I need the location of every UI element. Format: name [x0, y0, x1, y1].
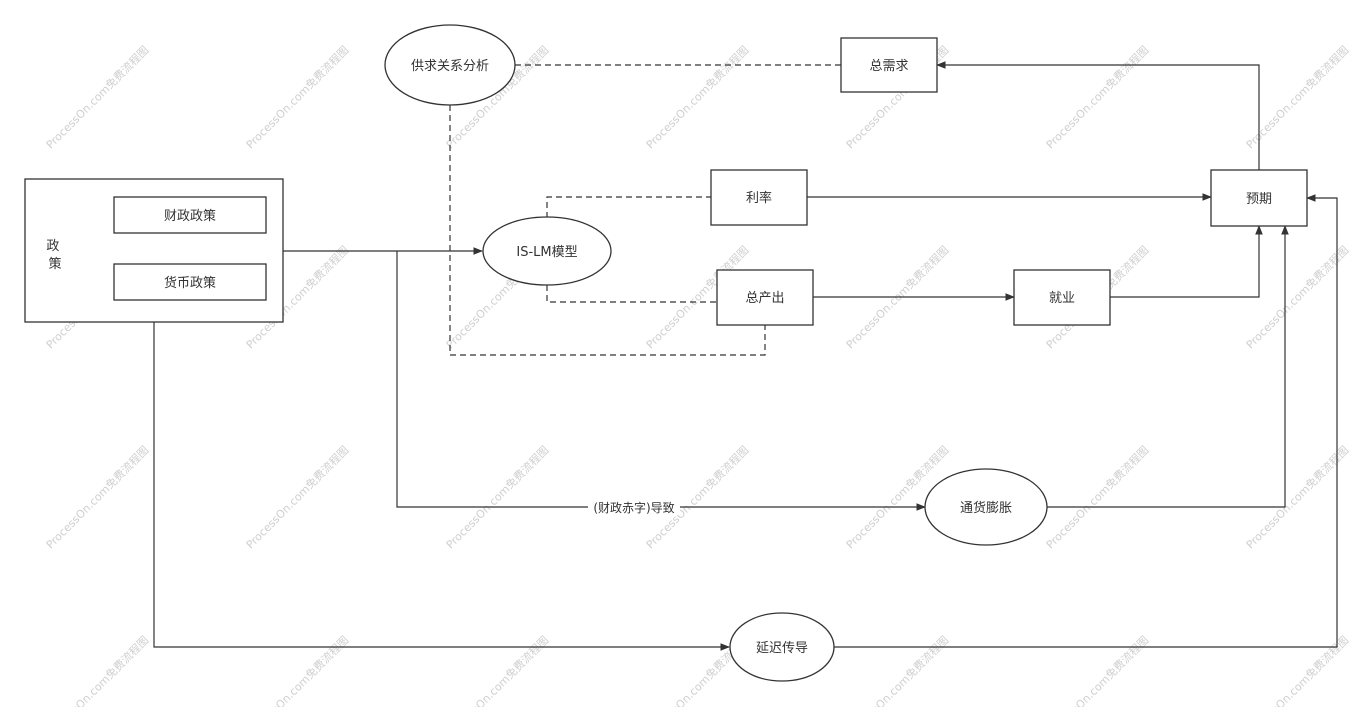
expectation-label: 预期 — [1246, 192, 1272, 207]
lag-label: 延迟传导 — [756, 641, 808, 656]
edge-employment-expectation — [1110, 225, 1263, 298]
watermark-text: ProcessOn.com免费流程图 — [1043, 43, 1151, 151]
watermark-text: ProcessOn.com免费流程图 — [43, 633, 151, 707]
watermark-text: ProcessOn.com免费流程图 — [643, 43, 751, 151]
supply-demand-label: 供求关系分析 — [411, 59, 489, 74]
edge-islm-total-output — [546, 285, 717, 303]
watermark-layer: ProcessOn.com免费流程图 ProcessOn.com免费流程图 Proc… — [43, 43, 1351, 707]
node-total-demand[interactable]: 总需求 — [840, 37, 938, 93]
node-interest-rate[interactable]: 利率 — [710, 169, 808, 226]
interest-rate-label: 利率 — [746, 190, 772, 206]
edge-inflation-expectation — [1047, 225, 1289, 508]
watermark-text: ProcessOn.com免费流程图 — [243, 633, 351, 707]
edge-policy-lag — [153, 322, 730, 651]
watermark-text: ProcessOn.com免费流程图 — [1243, 633, 1351, 707]
total-demand-label: 总需求 — [869, 59, 908, 74]
islm-label: IS-LM模型 — [516, 245, 577, 260]
fiscal-policy-label: 财政政策 — [164, 208, 216, 224]
watermark-text: ProcessOn.com免费流程图 — [43, 443, 151, 551]
watermark-text: ProcessOn.com免费流程图 — [1043, 443, 1151, 551]
node-total-output[interactable]: 总产出 — [716, 269, 814, 326]
edge-islm-interest-rate — [546, 196, 711, 218]
node-islm[interactable]: IS-LM模型 — [482, 216, 612, 286]
node-supply-demand[interactable]: 供求关系分析 — [384, 24, 516, 106]
edge-expectation-total-demand — [936, 61, 1260, 170]
edge-policy-inflation — [396, 251, 926, 511]
node-lag[interactable]: 延迟传导 — [729, 612, 835, 682]
edge-label-deficit: (财政赤字)导致 — [593, 500, 674, 515]
monetary-policy-label: 货币政策 — [164, 275, 216, 291]
watermark-text: ProcessOn.com免费流程图 — [43, 43, 151, 151]
watermark-text: ProcessOn.com免费流程图 — [1243, 443, 1351, 551]
policy-group-label-line2: 策 — [48, 256, 61, 272]
node-employment[interactable]: 就业 — [1013, 269, 1111, 326]
node-fiscal-policy[interactable]: 财政政策 — [113, 196, 267, 234]
svg-text:政 策: 政 策 — [46, 239, 63, 272]
watermark-text: ProcessOn.com免费流程图 — [443, 633, 551, 707]
watermark-text: ProcessOn.com免费流程图 — [243, 443, 351, 551]
edge-supply-demand-total-output — [449, 105, 766, 356]
watermark-text: ProcessOn.com免费流程图 — [443, 443, 551, 551]
edge-label-bg — [588, 499, 680, 515]
node-inflation[interactable]: 通货膨胀 — [924, 468, 1048, 546]
watermark-text: ProcessOn.com免费流程图 — [643, 443, 751, 551]
employment-label: 就业 — [1049, 291, 1075, 306]
edge-lag-expectation — [834, 194, 1338, 648]
node-monetary-policy[interactable]: 货币政策 — [113, 263, 267, 301]
inflation-label: 通货膨胀 — [960, 500, 1012, 516]
total-output-label: 总产出 — [745, 291, 784, 306]
policy-group-label-line1: 政 — [46, 239, 59, 254]
node-expectation[interactable]: 预期 — [1210, 169, 1308, 227]
watermark-text: ProcessOn.com免费流程图 — [243, 43, 351, 151]
watermark-text: ProcessOn.com免费流程图 — [1043, 633, 1151, 707]
watermark-text: ProcessOn.com免费流程图 — [843, 633, 951, 707]
